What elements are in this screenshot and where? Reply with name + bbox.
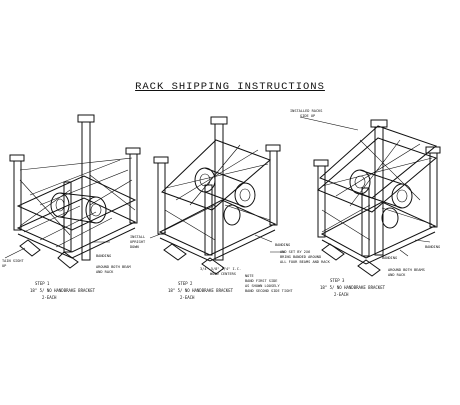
rack-step-3: INSTALLED RACKS SIDE UP BANDING BANDING … [290,109,441,297]
callout-text: UPRIGHT [130,240,146,244]
callout-text: AROUND BOTH BEAM [96,265,131,269]
callout-text: AS SHOWN LOOSELY [245,284,280,288]
callout-text: INSTALL [130,235,145,239]
step-label: STEP 1 [35,281,50,286]
callout-text: BAND SECOND SIDE TIGHT [245,289,293,293]
diagram-title: RACK SHIPPING INSTRUCTIONS [135,81,325,93]
rack-step-2: INSTALL UPRIGHT DOWN BANDING 3/4" 5/8" 1… [130,116,331,300]
callout-text: AND RACK [388,273,406,277]
callout-text: AND SET BY 2X6 [280,250,310,254]
callout-text: NOTE [245,274,254,278]
step-label: STEP 3 [330,278,345,283]
step-qty: 2-EACH [42,295,57,300]
callout-text: 3/4" 5/8" 1/4" I.C. [200,267,241,271]
callout-text: BANDING [96,254,111,258]
callout-text: WOOD CENTERS [210,272,236,276]
callout-text: ALL FOUR BEAMS AND RACK [280,260,331,264]
step-caption: 18" 5/ NO HANDBRAKE BRACKET [320,285,386,290]
callout-text: AROUND BOTH BEAMS [388,268,425,272]
callout-text: AND RACK [96,270,114,274]
step-caption: 18" 5/ NO HANDBRAKE BRACKET [30,288,96,293]
callout-text: TAIN SIGHT [2,259,24,263]
step-label: STEP 2 [178,281,193,286]
callout-text: INSTALLED RACKS [290,109,322,113]
callout-text: DOWN [130,245,139,249]
callout-text: UP [2,264,6,268]
step-qty: 2-EACH [180,295,195,300]
callout-text: BANDING [425,245,440,249]
callout-text: BANDING [382,256,397,260]
rack-step-1: TAIN SIGHT UP BANDING AROUND BOTH BEAM A… [2,114,141,300]
callout-text: BANDING [275,243,290,247]
callout-text: SIDE UP [300,114,315,118]
callout-text: BAND FIRST SIDE [245,279,277,283]
step-caption: 18" 5/ NO HANDBRAKE BRACKET [168,288,234,293]
callout-text: BRING BANDED AROUND [280,255,321,259]
step-qty: 2-EACH [334,292,349,297]
